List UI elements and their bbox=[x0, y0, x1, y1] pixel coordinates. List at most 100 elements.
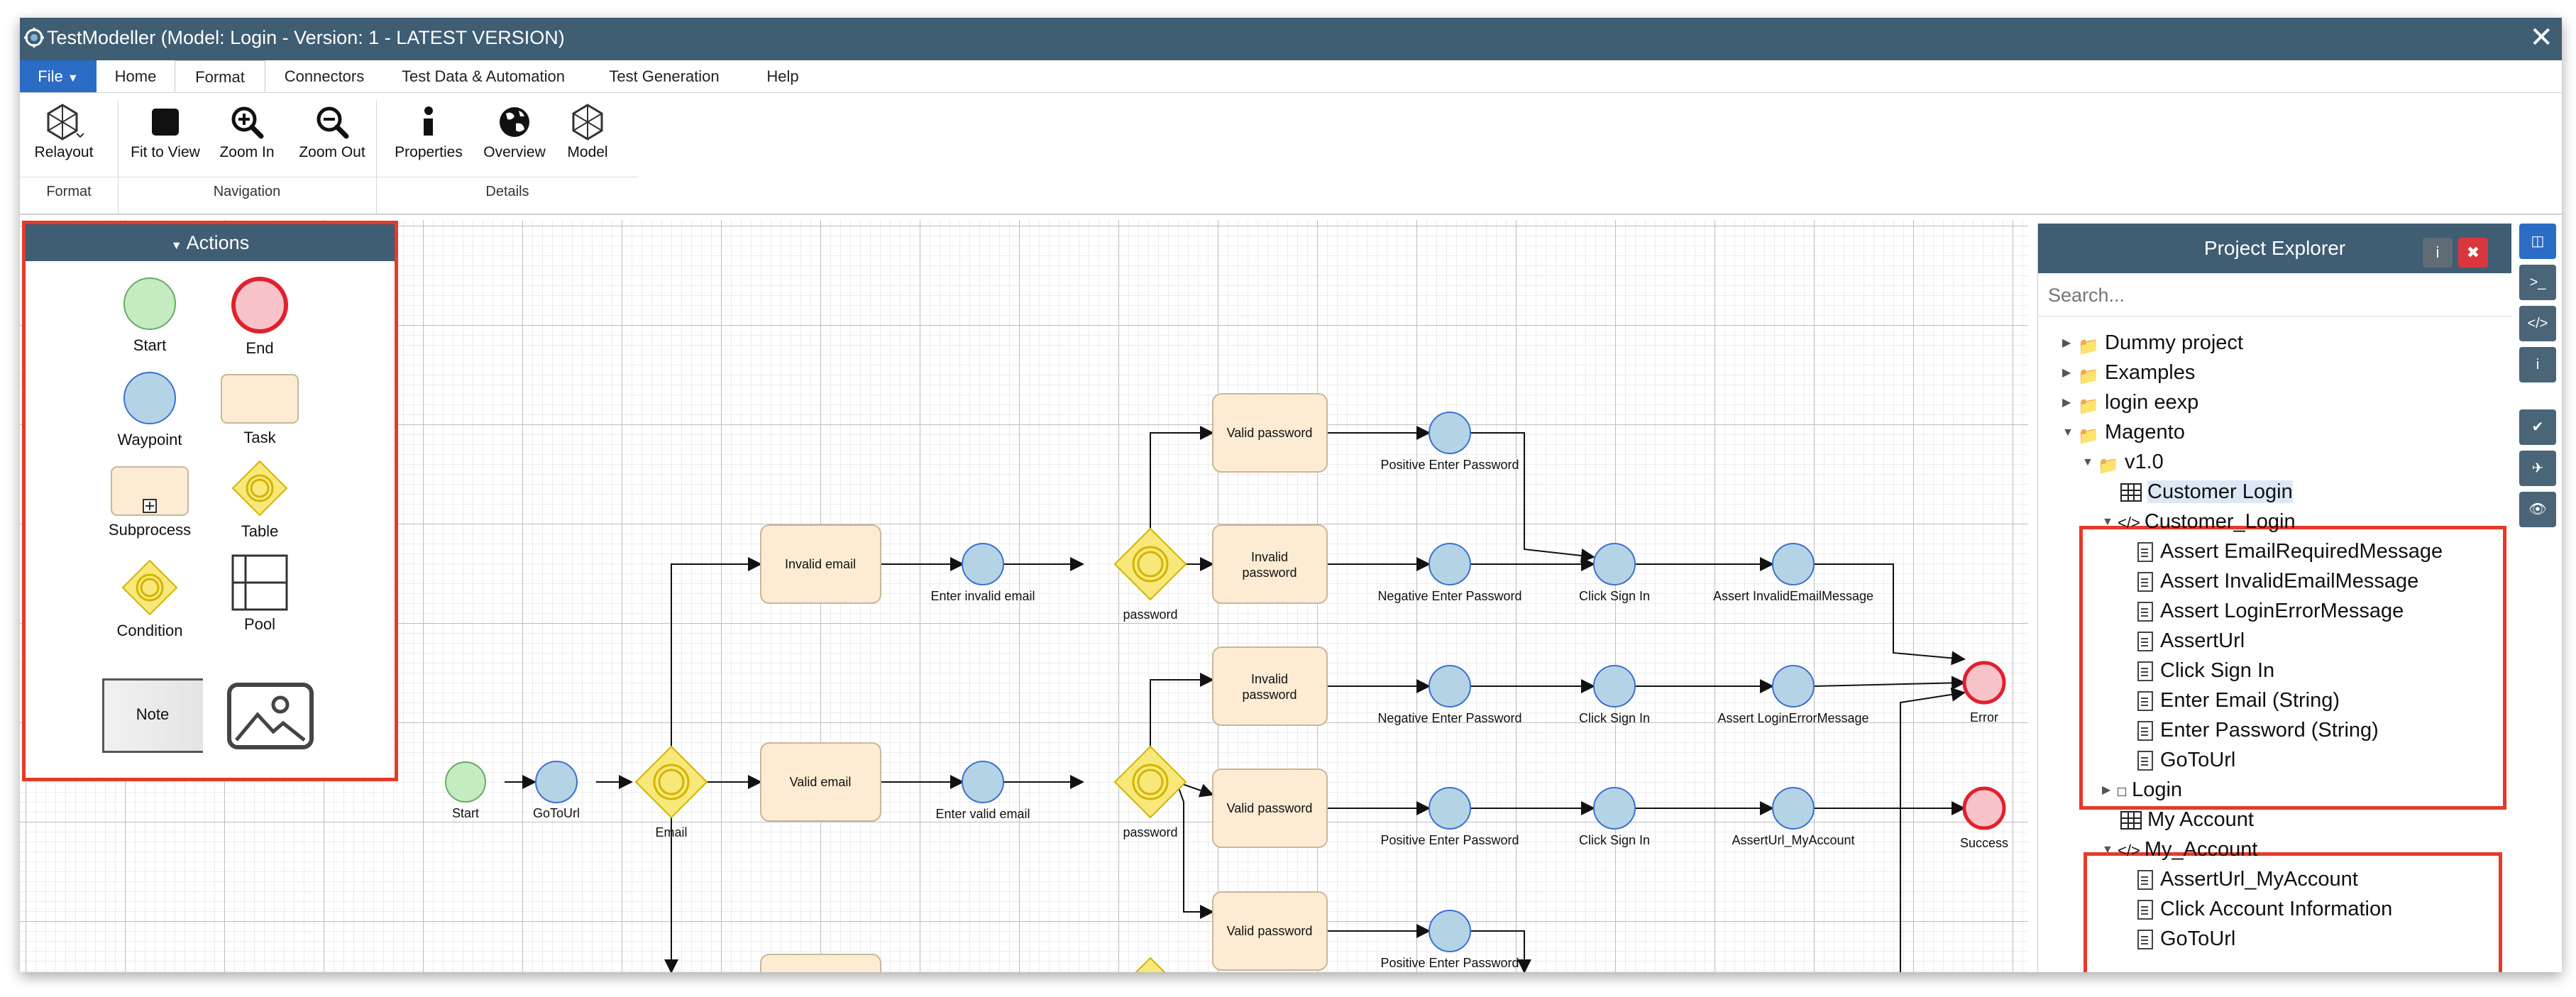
gateway-email[interactable] bbox=[634, 745, 708, 819]
plane-icon[interactable]: ✈ bbox=[2519, 451, 2556, 486]
terminal-icon[interactable]: >_ bbox=[2519, 265, 2556, 300]
palette-start[interactable]: Start bbox=[118, 275, 182, 355]
gateway-partial[interactable] bbox=[1124, 957, 1177, 972]
task-partial[interactable] bbox=[760, 954, 881, 972]
task-valid-password[interactable] bbox=[1212, 393, 1328, 473]
palette-end[interactable]: End bbox=[224, 275, 295, 358]
tree-item-action[interactable]: Enter Password (String) bbox=[2137, 716, 2379, 744]
properties-button[interactable]: Properties bbox=[385, 100, 473, 161]
gotourl-label: GoToUrl bbox=[533, 806, 580, 820]
tree-item-action[interactable]: Assert LoginErrorMessage bbox=[2137, 597, 2404, 625]
palette-condition[interactable]: Condition bbox=[107, 558, 192, 640]
document-icon bbox=[2137, 751, 2153, 771]
waypoint-positive-enter-password[interactable] bbox=[1429, 787, 1471, 830]
palette-image[interactable] bbox=[226, 682, 315, 753]
task-valid-password[interactable] bbox=[1212, 769, 1328, 848]
tree-item-examples[interactable]: ▶📁Examples bbox=[2062, 358, 2195, 387]
palette-task[interactable]: Task bbox=[219, 373, 301, 447]
task-invalid-password[interactable] bbox=[1212, 524, 1328, 604]
palette-waypoint[interactable]: Waypoint bbox=[107, 370, 192, 449]
app-window: TestModeller (Model: Login - Version: 1 … bbox=[20, 18, 2562, 972]
chevron-right-icon: ▶ bbox=[2062, 367, 2071, 380]
waypoint-click-sign-in[interactable] bbox=[1593, 543, 1636, 585]
actions-header[interactable]: ▼ Actions bbox=[26, 224, 395, 261]
waypoint-assert-login-error[interactable] bbox=[1772, 665, 1815, 707]
task-valid-email[interactable] bbox=[760, 742, 881, 822]
tree-item-customer-login-code[interactable]: ▼</>Customer_Login bbox=[2102, 507, 2296, 536]
tab-connectors[interactable]: Connectors bbox=[284, 67, 365, 85]
zoom-out-button[interactable]: Zoom Out bbox=[290, 100, 375, 161]
explorer-close-button[interactable]: ✖ bbox=[2458, 238, 2488, 268]
panel-toggle-icon[interactable]: ◫ bbox=[2519, 224, 2556, 259]
fit-to-view-button[interactable]: Fit to View bbox=[126, 100, 204, 161]
check-icon[interactable]: ✔ bbox=[2519, 409, 2556, 445]
palette-subprocess[interactable]: Subprocess bbox=[97, 466, 203, 539]
tree-item-my-account-table[interactable]: My Account bbox=[2120, 805, 2254, 834]
start-node[interactable] bbox=[445, 761, 486, 803]
task-invalid-password[interactable] bbox=[1212, 646, 1328, 726]
tree-label: Customer_Login bbox=[2144, 510, 2296, 533]
model-button[interactable]: Model bbox=[558, 100, 617, 161]
document-icon bbox=[2137, 870, 2153, 891]
tree-item-action[interactable]: Click Account Information bbox=[2137, 895, 2392, 923]
explorer-info-button[interactable]: i bbox=[2423, 238, 2453, 268]
tree-item-login[interactable]: ▶□Login bbox=[2102, 776, 2182, 804]
tab-test-data-automation[interactable]: Test Data & Automation bbox=[402, 67, 565, 85]
tree-item-action[interactable]: AssertUrl bbox=[2137, 627, 2245, 655]
waypoint-positive-enter-password[interactable] bbox=[1429, 910, 1471, 952]
tree-item-customer-login-table[interactable]: Customer Login bbox=[2120, 478, 2293, 506]
tree-item-action[interactable]: Assert EmailRequiredMessage bbox=[2137, 537, 2443, 566]
palette-note[interactable]: Note bbox=[102, 678, 205, 755]
task-invalid-email[interactable] bbox=[760, 524, 881, 604]
model-label: Model bbox=[567, 144, 608, 160]
tree-item-my-account-code[interactable]: ▼</>My_Account bbox=[2102, 835, 2257, 864]
waypoint-enter-valid-email[interactable] bbox=[962, 761, 1004, 803]
tree-item-magento[interactable]: ▼📁Magento bbox=[2062, 418, 2185, 446]
menu-bar: File ▼ Home Format Connectors Test Data … bbox=[20, 60, 2562, 93]
explorer-search-input[interactable] bbox=[2047, 282, 2497, 309]
tree-item-v1[interactable]: ▼📁v1.0 bbox=[2082, 448, 2164, 476]
tree-item-action[interactable]: Click Sign In bbox=[2137, 656, 2274, 685]
waypoint-click-sign-in[interactable] bbox=[1593, 665, 1636, 707]
group-details-label: Details bbox=[485, 184, 529, 199]
zoom-in-button[interactable]: Zoom In bbox=[213, 100, 281, 161]
tab-format[interactable]: Format bbox=[175, 60, 265, 92]
ribbon-divider bbox=[118, 100, 119, 214]
tree-item-login-eexp[interactable]: ▶📁login eexp bbox=[2062, 388, 2198, 417]
tree-item-action[interactable]: GoToUrl bbox=[2137, 925, 2235, 953]
waypoint-positive-enter-password[interactable] bbox=[1429, 412, 1471, 454]
gateway-password[interactable] bbox=[1113, 527, 1187, 601]
waypoint-negative-enter-password[interactable] bbox=[1429, 665, 1471, 707]
waypoint-click-sign-in[interactable] bbox=[1593, 787, 1636, 830]
code-icon[interactable]: </> bbox=[2519, 306, 2556, 341]
ribbon: Relayout Fit to View Zoom In Zoom Out Pr… bbox=[20, 93, 2562, 215]
error-end-node[interactable] bbox=[1962, 661, 2006, 705]
waypoint-assert-invalid-email[interactable] bbox=[1772, 543, 1815, 585]
tab-test-generation[interactable]: Test Generation bbox=[609, 67, 720, 85]
relayout-button[interactable]: Relayout bbox=[30, 100, 98, 161]
tree-item-action[interactable]: GoToUrl bbox=[2137, 746, 2235, 774]
app-logo-icon bbox=[24, 28, 44, 48]
file-menu[interactable]: File ▼ bbox=[20, 60, 97, 92]
tree-item-dummy-project[interactable]: ▶📁Dummy project bbox=[2062, 329, 2243, 357]
waypoint-asserturl-myaccount[interactable] bbox=[1772, 787, 1815, 830]
waypoint-gotourl[interactable] bbox=[535, 761, 578, 803]
eye-icon[interactable]: 👁 bbox=[2519, 492, 2556, 527]
overview-button[interactable]: Overview bbox=[475, 100, 554, 161]
close-window-button[interactable]: ✕ bbox=[2529, 22, 2553, 53]
success-end-node[interactable] bbox=[1962, 786, 2006, 830]
gateway-password[interactable] bbox=[1113, 745, 1187, 819]
waypoint-negative-enter-password[interactable] bbox=[1429, 543, 1471, 585]
document-icon bbox=[2137, 930, 2153, 950]
tree-item-action[interactable]: AssertUrl_MyAccount bbox=[2137, 865, 2358, 893]
palette-pool[interactable]: Pool bbox=[228, 554, 292, 634]
tab-home[interactable]: Home bbox=[114, 67, 157, 85]
info-icon[interactable]: i bbox=[2519, 347, 2556, 382]
tree-item-action[interactable]: Enter Email (String) bbox=[2137, 686, 2340, 715]
palette-table[interactable]: Table bbox=[228, 458, 292, 541]
tree-item-action[interactable]: Assert InvalidEmailMessage bbox=[2137, 567, 2418, 595]
explorer-title: Project Explorer bbox=[2203, 237, 2346, 259]
tab-help[interactable]: Help bbox=[766, 67, 799, 85]
task-valid-password[interactable] bbox=[1212, 891, 1328, 971]
waypoint-enter-invalid-email[interactable] bbox=[962, 543, 1004, 585]
